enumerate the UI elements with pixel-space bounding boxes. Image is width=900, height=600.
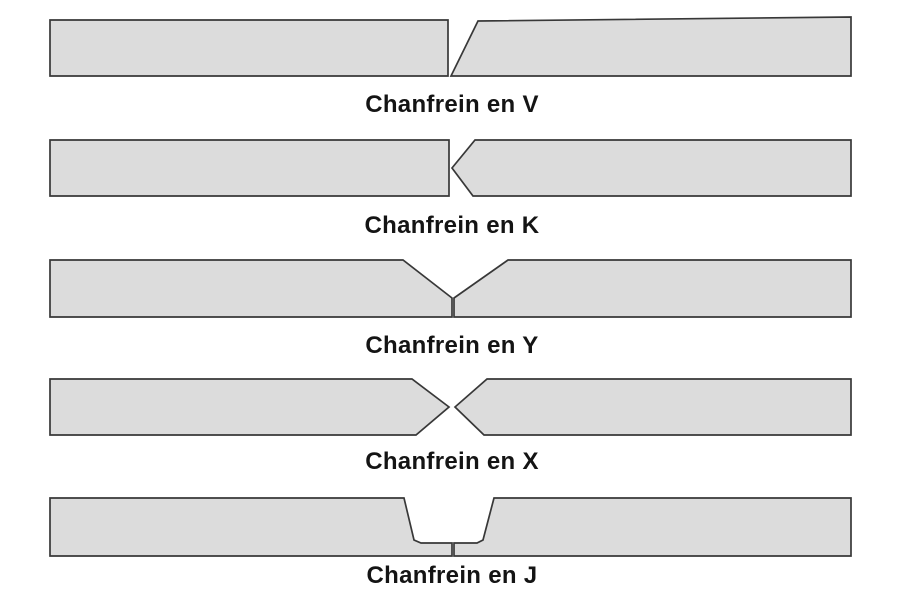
y-left-plate [49,259,453,318]
k-chamfer-figure [49,139,852,197]
j-left-plate [49,497,453,557]
j-right-plate [453,497,852,557]
y-chamfer-label: Chanfrein en Y [365,332,539,359]
j-chamfer-label: Chanfrein en J [366,562,538,589]
j-chamfer-figure [49,497,852,557]
v-right-plate [449,16,852,77]
v-chamfer-label: Chanfrein en V [365,91,539,118]
k-right-plate [450,139,852,197]
k-chamfer-label: Chanfrein en K [364,212,540,239]
y-chamfer-figure [49,259,852,318]
v-chamfer-figure [49,16,852,77]
v-left-plate [49,19,449,77]
x-chamfer-label: Chanfrein en X [365,448,539,475]
x-left-plate [49,378,451,436]
x-right-plate [453,378,852,436]
x-chamfer-figure [49,378,852,436]
k-left-plate [49,139,450,197]
y-right-plate [453,259,852,318]
